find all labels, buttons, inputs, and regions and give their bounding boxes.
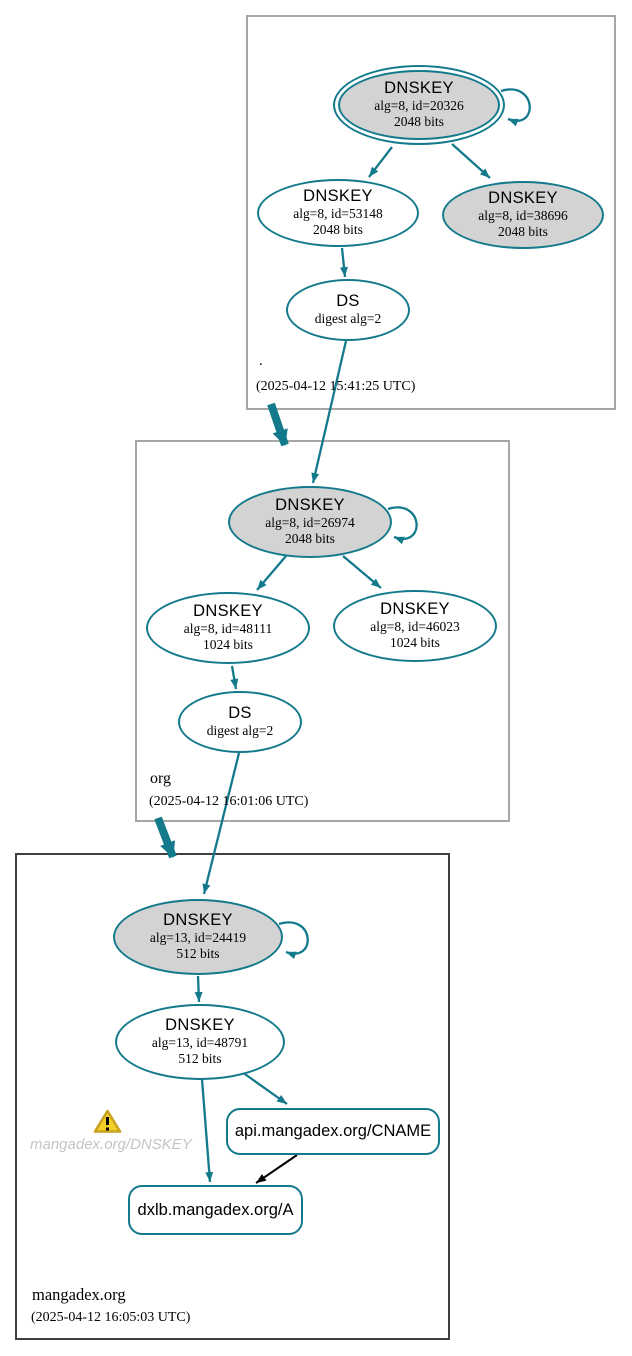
zone-name-org: org	[150, 770, 172, 787]
delegation-arrow-org-to-mangadex	[154, 816, 177, 859]
zone-box-mangadex	[15, 853, 450, 1340]
warning-icon[interactable]	[93, 1109, 122, 1133]
edge-zsk48791-to-a	[200, 1078, 214, 1183]
edge-zsk48791-to-cname	[241, 1071, 288, 1105]
node-detail: 2048 bits	[498, 223, 548, 239]
node-title: DNSKEY	[163, 911, 233, 930]
rrset-label: api.mangadex.org/CNAME	[234, 1122, 432, 1140]
dnskey-node-ksk-26974[interactable]: DNSKEY alg=8, id=26974 2048 bits	[228, 486, 392, 558]
dnskey-node-zsk-48111[interactable]: DNSKEY alg=8, id=48111 1024 bits	[146, 592, 310, 664]
node-detail: alg=13, id=24419	[149, 929, 247, 945]
node-detail: 2048 bits	[394, 113, 444, 129]
node-detail: alg=8, id=53148	[293, 205, 383, 221]
node-title: DS	[336, 292, 360, 311]
node-detail: 512 bits	[176, 945, 220, 961]
alias-arrow-cname-to-a	[255, 1154, 298, 1184]
ds-node-org[interactable]: DS digest alg=2	[178, 691, 302, 753]
zone-timestamp-root: (2025-04-12 15:41:25 UTC)	[256, 379, 416, 394]
node-detail: 1024 bits	[390, 634, 440, 650]
node-detail: alg=8, id=26974	[265, 514, 355, 530]
edge-zsk53148-to-ds	[339, 247, 348, 278]
dnskey-node-ksk-20326[interactable]: DNSKEY alg=8, id=20326 2048 bits	[333, 65, 505, 145]
rrset-node-a[interactable]: dxlb.mangadex.org/A	[128, 1185, 303, 1235]
dnskey-node-key-38696[interactable]: DNSKEY alg=8, id=38696 2048 bits	[442, 181, 604, 249]
edge-ds-org-to-ksk24419	[202, 752, 241, 895]
delegation-arrow-root-to-org	[267, 402, 289, 447]
zone-timestamp-org: (2025-04-12 16:01:06 UTC)	[149, 794, 309, 809]
node-title: DNSKEY	[275, 496, 345, 515]
edge-ksk20326-to-zsk53148	[368, 146, 393, 178]
zone-name-mangadex: mangadex.org	[32, 1285, 126, 1304]
dnskey-node-zsk-53148[interactable]: DNSKEY alg=8, id=53148 2048 bits	[257, 179, 419, 247]
dnskey-node-key-46023[interactable]: DNSKEY alg=8, id=46023 1024 bits	[333, 590, 497, 662]
zone-box-root	[246, 15, 616, 410]
dnskey-node-ksk-24419[interactable]: DNSKEY alg=13, id=24419 512 bits	[113, 899, 283, 975]
node-detail: alg=8, id=48111	[183, 620, 273, 636]
rrset-node-cname[interactable]: api.mangadex.org/CNAME	[226, 1108, 440, 1155]
rrset-label: dxlb.mangadex.org/A	[137, 1200, 294, 1219]
zone-name-root: .	[259, 353, 263, 369]
zone-timestamp-mangadex: (2025-04-12 16:05:03 UTC)	[31, 1310, 191, 1325]
node-detail: 2048 bits	[313, 221, 363, 237]
node-title: DNSKEY	[488, 189, 558, 208]
edge-ksk26974-to-zsk48111	[256, 555, 287, 591]
node-detail: alg=8, id=20326	[374, 97, 464, 113]
self-sign-loop-org-ksk	[387, 506, 418, 545]
node-detail: 2048 bits	[285, 530, 335, 546]
edge-ksk24419-to-zsk48791	[194, 975, 203, 1003]
node-title: DNSKEY	[380, 600, 450, 619]
self-sign-loop-mangadex-ksk	[278, 921, 309, 960]
dnskey-node-zsk-48791[interactable]: DNSKEY alg=13, id=48791 512 bits	[115, 1004, 285, 1080]
node-title: DS	[228, 704, 252, 723]
node-title: DNSKEY	[384, 79, 454, 98]
edge-zsk48111-to-ds	[230, 665, 239, 690]
edge-ds-root-to-ksk26974	[311, 340, 348, 484]
edge-ksk20326-to-key38696	[451, 143, 491, 179]
node-detail: alg=13, id=48791	[151, 1034, 249, 1050]
node-detail: 512 bits	[178, 1050, 222, 1066]
trust-anchor-ring	[338, 70, 500, 140]
node-detail: digest alg=2	[314, 310, 382, 326]
node-title: DNSKEY	[165, 1016, 235, 1035]
node-detail: alg=8, id=38696	[478, 207, 568, 223]
warning-label: mangadex.org/DNSKEY	[30, 1136, 192, 1153]
node-title: DNSKEY	[303, 187, 373, 206]
self-sign-loop-root-ksk	[500, 88, 531, 127]
node-title: DNSKEY	[193, 602, 263, 621]
node-detail: 1024 bits	[203, 636, 253, 652]
node-detail: alg=8, id=46023	[370, 618, 460, 634]
edge-ksk26974-to-key46023	[342, 555, 382, 589]
node-detail: digest alg=2	[206, 722, 274, 738]
ds-node-root[interactable]: DS digest alg=2	[286, 279, 410, 341]
